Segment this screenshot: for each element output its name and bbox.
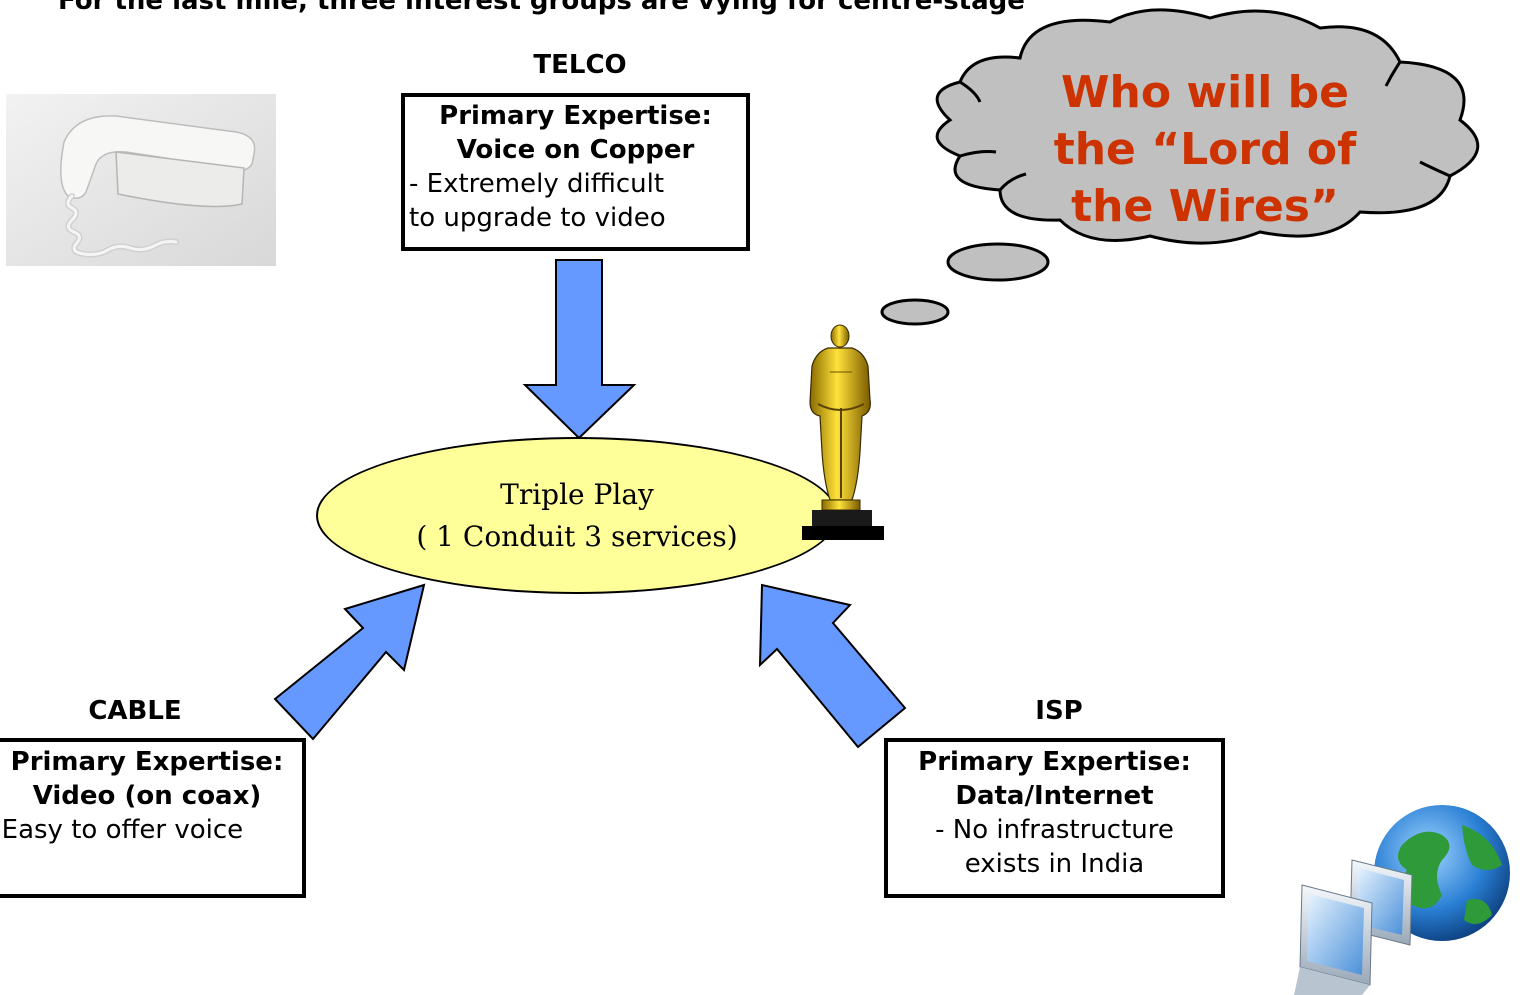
trophy-statuette-icon xyxy=(802,324,884,540)
arrow-isp xyxy=(758,583,907,749)
thought-line-2: the “Lord of xyxy=(1053,124,1357,175)
thought-line-3: the Wires” xyxy=(1071,181,1339,232)
isp-label: ISP xyxy=(1035,696,1083,726)
isp-expertise: Data/Internet xyxy=(955,781,1154,811)
arrow-cable xyxy=(273,583,426,741)
cable-note-1: - Easy to offer voice xyxy=(0,815,244,845)
cable-expertise: Video (on coax) xyxy=(32,781,262,811)
triple-play-subtitle: ( 1 Conduit 3 services) xyxy=(416,519,738,553)
thought-text: Who will be the “Lord of the Wires” xyxy=(1020,64,1390,235)
thought-cloud xyxy=(880,8,1480,326)
triple-play-title: Triple Play xyxy=(500,477,654,511)
cable-label: CABLE xyxy=(88,696,182,726)
cable-box: Primary Expertise: Video (on coax) - Eas… xyxy=(0,738,306,898)
telco-expertise: Voice on Copper xyxy=(456,135,695,165)
thought-bubble-large xyxy=(946,242,1050,282)
telephone-image xyxy=(6,94,276,266)
telco-note-1: - Extremely difficult xyxy=(409,169,665,199)
cable-expertise-title: Primary Expertise: xyxy=(10,747,284,777)
isp-expertise-title: Primary Expertise: xyxy=(918,747,1191,777)
telco-label: TELCO xyxy=(533,50,627,80)
thought-line-1: Who will be xyxy=(1061,67,1349,118)
isp-note-1: - No infrastructure xyxy=(935,815,1174,845)
telco-expertise-title: Primary Expertise: xyxy=(439,101,712,131)
network-globe-icon xyxy=(1294,805,1510,995)
isp-box: Primary Expertise: Data/Internet - No in… xyxy=(884,738,1225,898)
telco-box: Primary Expertise: Voice on Copper - Ext… xyxy=(401,93,750,251)
isp-note-2: exists in India xyxy=(964,849,1145,879)
telco-note-2: to upgrade to video xyxy=(409,203,666,233)
slide-heading: For the last mile, three interest groups… xyxy=(58,0,1025,16)
cloud-shape xyxy=(935,8,1480,245)
arrow-telco xyxy=(522,259,637,440)
triple-play-ellipse: Triple Play ( 1 Conduit 3 services) xyxy=(316,437,838,594)
thought-bubble-small xyxy=(880,298,950,326)
